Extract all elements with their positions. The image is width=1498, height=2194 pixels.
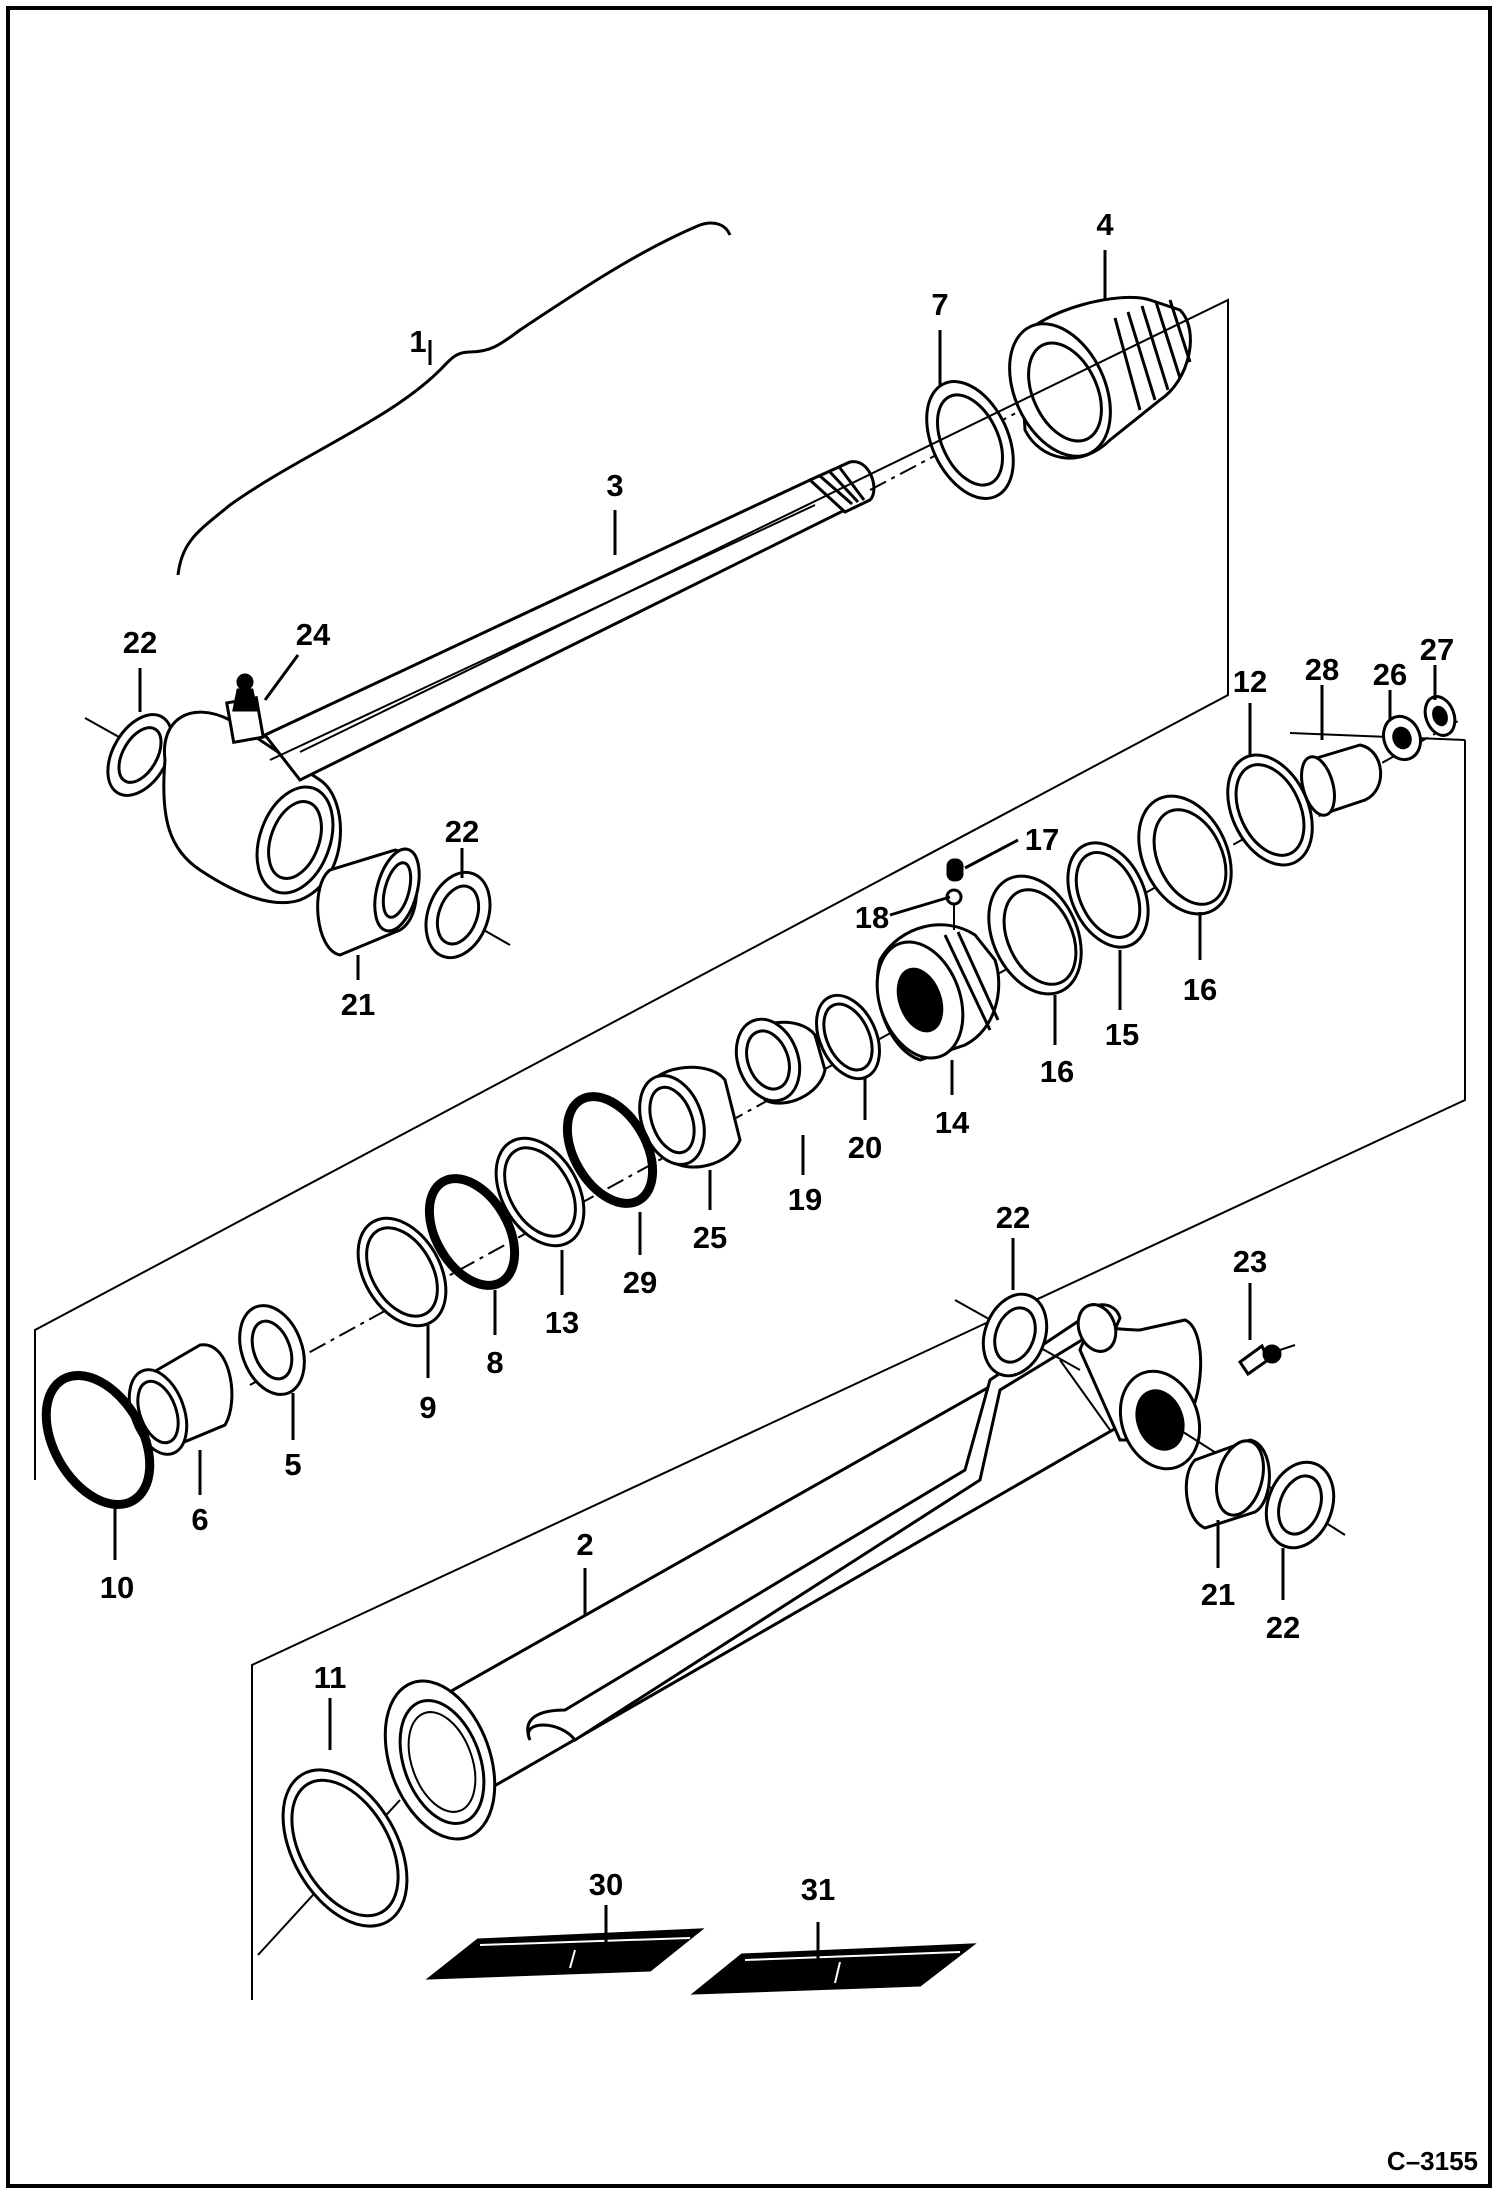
washer-26 [1381,714,1423,762]
callout-labels: 1 4 7 3 22 24 22 21 12 28 26 27 17 18 16… [100,207,1478,2176]
callout-26: 26 [1373,657,1407,692]
callout-29: 29 [623,1265,657,1300]
back-up-ring-20 [815,993,881,1081]
callout-9: 9 [419,1390,436,1425]
callout-21-barrel: 21 [1201,1577,1235,1612]
drawing-code: C–3155 [1387,2146,1478,2176]
ring-9 [356,1216,448,1328]
envelope-lower [251,740,1466,2000]
callout-17: 17 [1025,822,1059,857]
callout-12: 12 [1233,664,1267,699]
grease-fitting-23 [1237,1343,1296,1377]
grease-fitting-24 [225,673,265,745]
callout-16-lower: 16 [1040,1054,1074,1089]
callout-25: 25 [693,1220,727,1255]
callout-22-barrel-lower: 22 [1266,1610,1300,1645]
callout-21-rod: 21 [341,987,375,1022]
callout-28: 28 [1305,652,1339,687]
ball-18 [945,888,963,930]
callout-5: 5 [284,1447,301,1482]
piston-14 [875,923,1001,1062]
callout-30: 30 [589,1867,623,1902]
callout-24: 24 [296,617,331,652]
ring-16-upper [1137,794,1233,916]
seal-ring-29 [562,1092,658,1208]
nut-27 [1423,695,1457,737]
decal-30 [425,1928,705,1980]
bushing-25 [638,1065,742,1169]
callout-23: 23 [1233,1244,1267,1279]
callout-1: 1 [409,324,426,359]
ring-16-lower [987,874,1083,996]
washer-22-barrel-lower [1264,1460,1336,1550]
decal-31 [690,1943,977,1995]
callout-10: 10 [100,1570,134,1605]
callout-6: 6 [191,1502,208,1537]
bushing-21-barrel [1184,1438,1271,1530]
callout-18: 18 [855,900,889,935]
callout-15: 15 [1105,1017,1139,1052]
bushing-6 [127,1343,234,1456]
assembly-bracket [176,221,732,576]
washer-22-rod-right [424,870,492,960]
callout-22-rod-left: 22 [123,625,157,660]
callout-22-barrel-upper: 22 [996,1200,1030,1235]
cylinder-head-4 [1008,295,1192,460]
bushing-19 [734,1017,827,1105]
ring-13 [494,1136,586,1248]
callout-13: 13 [545,1305,579,1340]
rod-assembly [84,394,1051,960]
callout-27: 27 [1420,632,1454,667]
callout-4: 4 [1096,207,1114,242]
piston-rod-3 [262,477,847,782]
callout-2: 2 [576,1527,593,1562]
callout-19: 19 [788,1182,822,1217]
callout-11: 11 [314,1660,347,1695]
callout-7: 7 [931,287,948,322]
page-border [6,6,1492,2188]
plug-17 [946,858,964,882]
washer-22-barrel-upper [981,1292,1049,1378]
wiper-5 [238,1304,306,1396]
callout-14: 14 [935,1105,970,1140]
callout-20: 20 [848,1130,882,1165]
seal-ring-15 [1066,841,1150,949]
callout-22-rod-right: 22 [445,814,479,849]
seal-ring-8 [424,1174,520,1290]
cylinder-barrel-2 [383,1303,1203,1841]
callout-8: 8 [486,1345,503,1380]
envelope-upper [34,298,1229,1480]
callout-16-upper: 16 [1183,972,1217,1007]
callout-31: 31 [801,1872,835,1907]
leader-lines [113,250,1437,1960]
snap-ring-12 [1226,753,1314,867]
o-ring-11 [281,1768,409,1928]
callout-3: 3 [606,468,623,503]
washer-22-left [106,713,174,797]
bushing-21-rod [316,847,421,957]
spacer-28 [1300,743,1382,817]
o-ring-10 [41,1371,155,1509]
